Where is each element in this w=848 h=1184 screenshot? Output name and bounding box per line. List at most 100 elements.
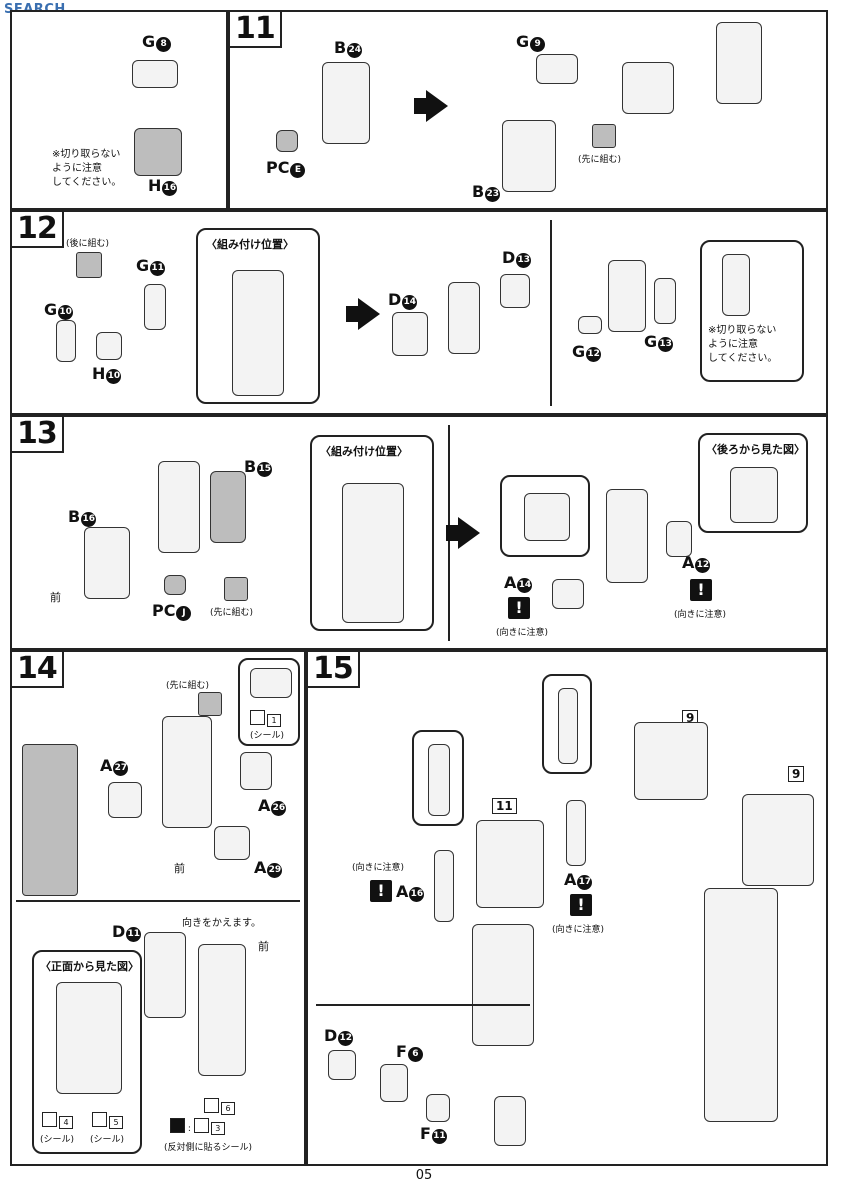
callout-title: 〈正面から見た図〉 <box>40 960 139 973</box>
cut-warning-note: ※切り取らないように注意してください。 <box>52 149 122 188</box>
part-pc-e <box>276 130 298 152</box>
part-upper-body <box>158 461 200 553</box>
back-view-callout: 〈後ろから見た図〉 <box>698 433 808 533</box>
part-a16 <box>434 850 454 922</box>
seal-label: (シール) <box>90 1135 125 1145</box>
step-number: 14 <box>10 650 64 688</box>
part-upper-body <box>606 489 648 583</box>
part-f11 <box>426 1094 450 1122</box>
section-divider <box>550 220 552 406</box>
callout-part <box>56 982 122 1094</box>
first-icon <box>198 692 222 716</box>
direction-note: (向きに注意) <box>496 628 549 638</box>
turn-around-note: 向きをかえます。 <box>182 918 261 929</box>
part-g8 <box>132 60 178 88</box>
part-a17 <box>566 800 586 866</box>
callout-title: 〈組み付け位置〉 <box>320 445 408 458</box>
pc-first-icon <box>224 577 248 601</box>
part-body-12 <box>448 282 480 354</box>
next-arrow <box>414 90 448 122</box>
part-lower-assembly <box>472 924 534 1046</box>
part-a27 <box>108 782 142 818</box>
part-a29 <box>214 826 250 860</box>
part-assembly <box>622 62 674 114</box>
callout-title: 〈組み付け位置〉 <box>206 238 294 251</box>
step-number: 11 <box>228 10 282 48</box>
sticker-6: 6 <box>204 1098 235 1115</box>
warning-icon: ! <box>508 597 530 619</box>
part-b16 <box>84 527 130 599</box>
part-g12 <box>578 316 602 334</box>
direction-note: (向きに注意) <box>674 610 727 620</box>
part-pc-j <box>164 575 186 595</box>
sticker-5: 5 <box>92 1112 123 1129</box>
part-d12 <box>328 1050 356 1080</box>
sticker-1: 1 <box>250 710 281 727</box>
assemble-first-note: (先に組む) <box>210 608 254 618</box>
part-upper-body <box>162 716 212 828</box>
sticker-callout: 1 (シール) <box>238 658 300 746</box>
cut-warning-note: ※切り取らないように注意してください。 <box>708 325 778 364</box>
section-divider <box>316 1004 530 1006</box>
part-g9 <box>536 54 578 84</box>
part-a26 <box>240 752 272 790</box>
part-a12 <box>666 521 692 557</box>
front-direction: 前 <box>50 591 61 604</box>
callout-part <box>722 254 750 316</box>
part-shoulder-arm-2 <box>742 794 814 886</box>
part-g11 <box>144 284 166 330</box>
warning-icon: ! <box>370 880 392 902</box>
callout-part <box>342 483 404 623</box>
assembly-position-callout: 〈組み付け位置〉 <box>310 435 434 631</box>
part-hand-assembly <box>494 1096 526 1146</box>
next-arrow <box>346 298 380 330</box>
callout-part <box>250 668 292 698</box>
warning-icon: ! <box>690 579 712 601</box>
step-number: 13 <box>10 415 64 453</box>
direction-note: (向きに注意) <box>352 863 405 873</box>
ref-step-9: 9 <box>788 766 805 782</box>
assemble-first-note: (先に組む) <box>166 681 210 691</box>
callout-part <box>524 493 570 541</box>
part-torso <box>476 820 544 908</box>
part-assembly-2 <box>716 22 762 104</box>
after-icon <box>76 252 102 278</box>
part-d14 <box>392 312 428 356</box>
next-arrow <box>446 517 480 549</box>
callout-part <box>232 270 284 396</box>
pc-first-icon <box>592 124 616 148</box>
ref-step-11: 11 <box>492 798 517 814</box>
part-h10 <box>96 332 122 360</box>
page-number: 05 <box>415 1168 433 1183</box>
part-d13 <box>500 274 530 308</box>
part-a17-callout <box>542 674 592 774</box>
front-direction: 前 <box>258 940 269 953</box>
step-number: 15 <box>306 650 360 688</box>
assembly-position-callout: 〈組み付け位置〉 <box>196 228 320 404</box>
part-h16 <box>134 128 182 176</box>
cutaway-view <box>22 744 78 896</box>
